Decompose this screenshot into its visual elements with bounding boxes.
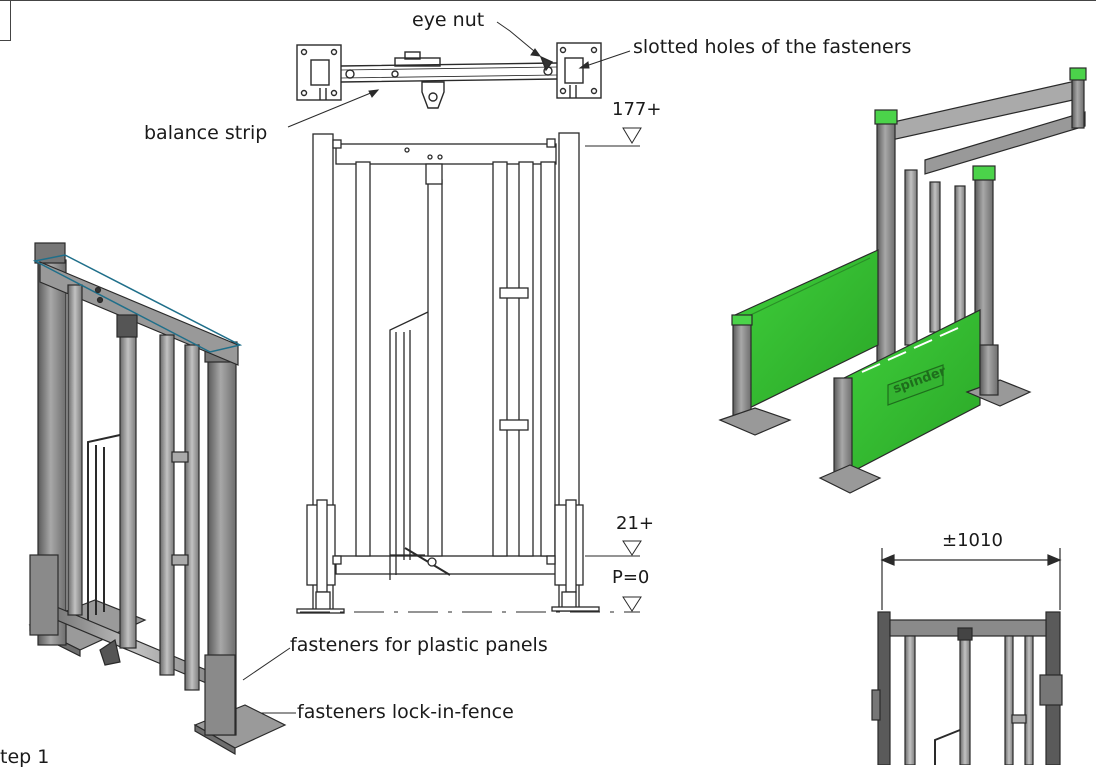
dim-mid-level: 21+ bbox=[616, 513, 654, 534]
bottom-right-view bbox=[871, 548, 1063, 765]
label-step: tep 1 bbox=[0, 746, 50, 768]
sheet-border bbox=[0, 0, 1096, 1]
left-iso-gate bbox=[28, 242, 287, 756]
dim-floor-level: P=0 bbox=[612, 567, 650, 588]
front-view bbox=[296, 132, 600, 614]
label-balance-strip: balance strip bbox=[144, 122, 268, 144]
label-fasteners-lock: fasteners lock-in-fence bbox=[297, 701, 514, 723]
dim-width: ±1010 bbox=[942, 530, 1003, 551]
label-fasteners-plastic: fasteners for plastic panels bbox=[290, 634, 548, 656]
right-iso-gate bbox=[718, 67, 1087, 494]
top-view bbox=[296, 42, 602, 109]
label-slotted-holes: slotted holes of the fasteners bbox=[633, 36, 912, 58]
dim-top-level: 177+ bbox=[612, 99, 662, 120]
title-block-corner bbox=[0, 0, 11, 41]
label-eye-nut: eye nut bbox=[412, 9, 485, 31]
level-markers bbox=[300, 127, 642, 613]
